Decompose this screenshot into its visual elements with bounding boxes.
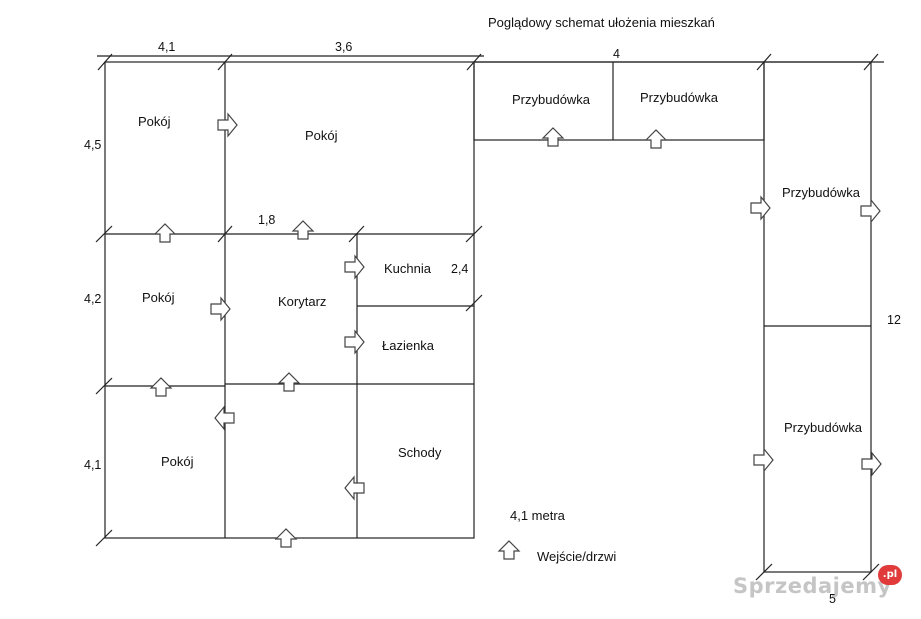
dim-right: 12 bbox=[887, 313, 901, 327]
room-label-pokoj: Pokój bbox=[142, 290, 175, 305]
dim-left-bottom: 4,1 bbox=[84, 458, 102, 472]
door-arrow-right-icon bbox=[344, 255, 365, 279]
room-label-pokoj: Pokój bbox=[138, 114, 171, 129]
room-label-przybudowka: Przybudówka bbox=[640, 90, 719, 105]
room-label-schody: Schody bbox=[398, 445, 442, 460]
dim-left-top: 4,5 bbox=[84, 138, 102, 152]
annex-right-outline bbox=[763, 61, 872, 573]
room-label-pokoj: Pokój bbox=[161, 454, 194, 469]
legend-door-arrow-icon bbox=[498, 540, 520, 560]
dim-top-left: 4,1 bbox=[158, 40, 176, 54]
door-arrow-right-icon bbox=[753, 448, 774, 472]
door-arrow-right-icon bbox=[210, 297, 231, 321]
door-arrow-up-icon bbox=[154, 223, 176, 243]
door-arrow-right-icon bbox=[344, 330, 365, 354]
door-arrow-up-icon bbox=[645, 129, 667, 149]
door-arrow-left-icon bbox=[214, 406, 235, 430]
watermark-badge: .pl bbox=[878, 565, 902, 585]
door-arrow-up-icon bbox=[275, 528, 297, 548]
dim-top-mid: 3,6 bbox=[335, 40, 353, 54]
door-arrow-up-icon bbox=[278, 372, 300, 392]
watermark-logo: Sprzedajemy bbox=[733, 574, 892, 598]
door-arrow-right-icon bbox=[861, 452, 882, 476]
door-arrow-left-icon bbox=[344, 476, 365, 500]
door-arrow-up-icon bbox=[150, 377, 172, 397]
door-arrow-up-icon bbox=[542, 127, 564, 147]
dim-bottom-right: 5 bbox=[829, 592, 836, 606]
room-label-przybudowka: Przybudówka bbox=[784, 420, 863, 435]
room-label-kuchnia: Kuchnia bbox=[384, 261, 431, 276]
door-arrow-up-icon bbox=[292, 220, 314, 240]
diagram-title: Poglądowy schemat ułożenia mieszkań bbox=[488, 15, 715, 30]
legend-door: Wejście/drzwi bbox=[537, 549, 617, 564]
dim-kitchen: 2,4 bbox=[451, 262, 469, 276]
legend-scale: 4,1 metra bbox=[510, 508, 565, 523]
room-label-pokoj: Pokój bbox=[305, 128, 338, 143]
room-label-korytarz: Korytarz bbox=[278, 294, 327, 309]
door-arrow-right-icon bbox=[860, 199, 881, 223]
dim-top-right: 4 bbox=[613, 47, 620, 61]
room-label-lazienka: Łazienka bbox=[382, 338, 435, 353]
dim-inner: 1,8 bbox=[258, 213, 276, 227]
room-label-przybudowka: Przybudówka bbox=[512, 92, 591, 107]
room-label-przybudowka: Przybudówka bbox=[782, 185, 861, 200]
door-arrow-right-icon bbox=[217, 113, 238, 137]
door-arrow-right-icon bbox=[750, 196, 771, 220]
dim-left-mid: 4,2 bbox=[84, 292, 102, 306]
door-arrows bbox=[150, 113, 882, 560]
